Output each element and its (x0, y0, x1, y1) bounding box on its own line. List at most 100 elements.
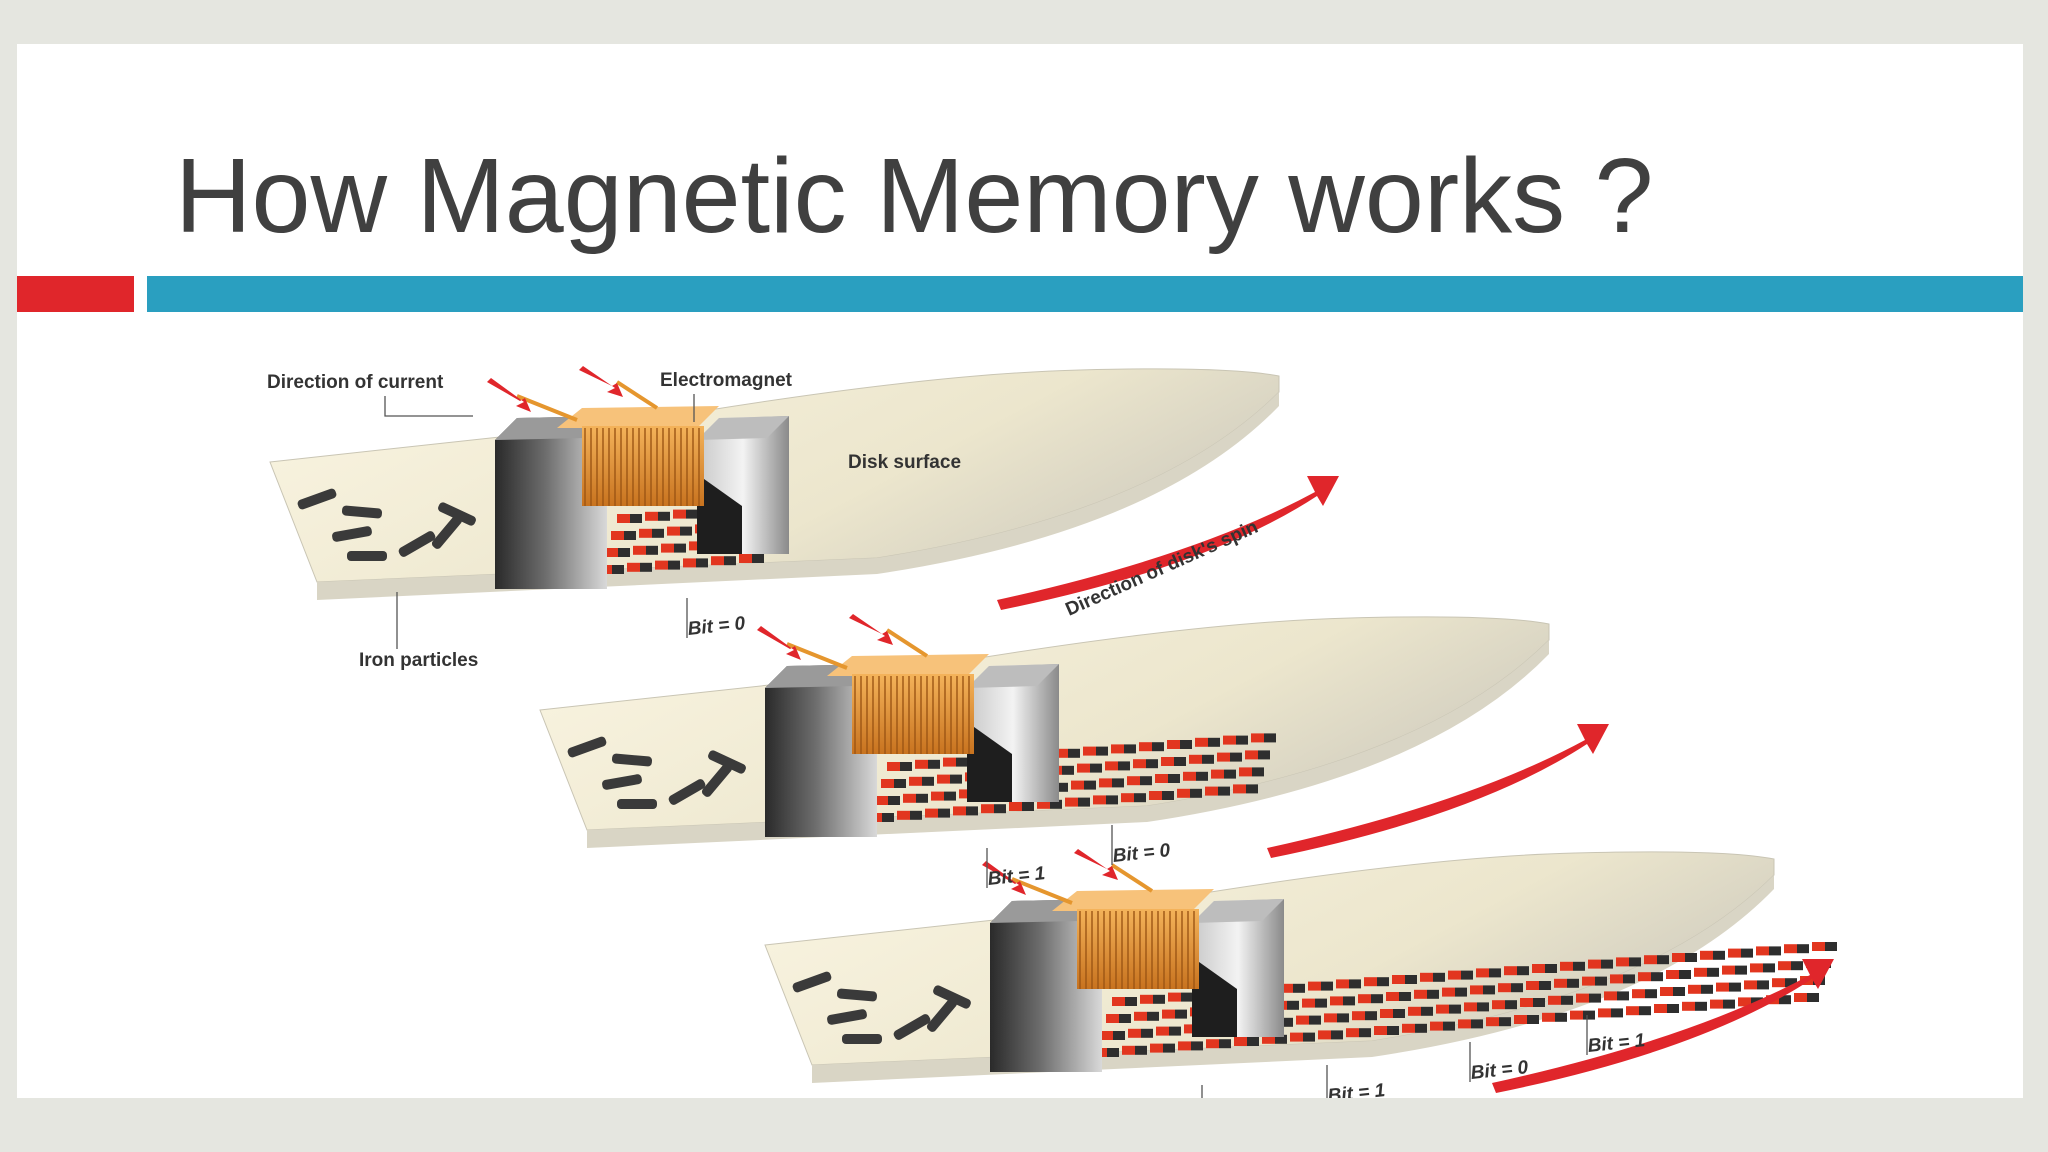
bit-cell (900, 762, 912, 771)
bit-cell (1112, 778, 1124, 787)
bit-cell (1234, 1037, 1247, 1046)
bit-cell (1610, 974, 1623, 983)
bit-cell (1750, 963, 1763, 972)
bit-cell (994, 804, 1006, 813)
bit-label: Bit = 0 (1112, 840, 1172, 867)
bit-cell (1492, 1000, 1505, 1009)
bit-cell (1315, 999, 1327, 1008)
bit-cell (1330, 996, 1343, 1005)
bit-cell (686, 510, 698, 519)
bit-cell (1729, 983, 1741, 992)
bit-cell (956, 758, 968, 767)
bit-cell (1219, 1039, 1231, 1048)
bit-cell (1140, 776, 1152, 785)
bit-cell (1583, 1011, 1595, 1020)
bit-cell (1349, 979, 1361, 988)
bit-cell (1358, 994, 1371, 1003)
bit-label: Bit = 1 (1327, 1080, 1386, 1098)
bit-cell (1617, 991, 1629, 1000)
bit-cell (1140, 995, 1153, 1004)
bit-cell (981, 804, 994, 813)
bit-cell (1246, 784, 1258, 793)
bit-cell (1083, 747, 1096, 756)
bit-cell (1147, 1012, 1159, 1021)
bit-cell (646, 546, 658, 555)
bit-cell (1162, 1010, 1175, 1019)
bit-cell (667, 527, 680, 536)
bit-cell (1555, 1013, 1567, 1022)
bit-label: Bit = 0 (687, 613, 747, 640)
current-arrow (757, 626, 801, 660)
bit-cell (1570, 1011, 1583, 1020)
bit-cell (915, 760, 928, 769)
bit-cell (1644, 955, 1657, 964)
bit-cell (1133, 759, 1146, 768)
bit-cell (1682, 1002, 1695, 1011)
bit-cell (680, 527, 692, 536)
bit-cell (1415, 1024, 1427, 1033)
copper-coil (827, 654, 989, 676)
label-electromagnet: Electromagnet (660, 370, 793, 391)
bit-cell (1321, 982, 1333, 991)
bit-cell (1421, 1007, 1433, 1016)
label-iron-particles: Iron particles (359, 650, 478, 671)
bit-cell (1794, 993, 1807, 1002)
bit-cell (1756, 946, 1769, 955)
copper-coil (582, 426, 704, 506)
bit-cell (881, 779, 894, 788)
bit-cell (1436, 1005, 1449, 1014)
bit-cell (1723, 1000, 1735, 1009)
bit-cell (1573, 962, 1585, 971)
bit-cell (1293, 984, 1305, 993)
bit-cell (1695, 1002, 1707, 1011)
bit-cell (1632, 989, 1645, 998)
bit-cell (1181, 993, 1193, 1002)
bit-cell (1077, 764, 1090, 773)
bit-cell (1604, 991, 1617, 1000)
bit-cell (1022, 802, 1034, 811)
bit-cell (943, 758, 956, 767)
bit-cell (1778, 961, 1791, 970)
bit-cell (1217, 753, 1230, 762)
bit-cell (668, 561, 680, 570)
current-arrow (849, 614, 893, 645)
bit-cell (1162, 791, 1174, 800)
bit-cell (1119, 1014, 1131, 1023)
bit-cell (1672, 953, 1685, 962)
bit-cell (1195, 738, 1208, 747)
bit-cell (1548, 996, 1561, 1005)
bit-cell (1542, 1013, 1555, 1022)
bit-cell (1666, 970, 1679, 979)
bit-cell (1168, 993, 1181, 1002)
bit-cell (1230, 753, 1242, 762)
bit-cell (1651, 972, 1663, 981)
bit-cell (1202, 755, 1214, 764)
bit-cell (1239, 767, 1252, 776)
callout-line (385, 396, 473, 416)
bit-cell (1111, 744, 1124, 753)
bit-cell (1744, 980, 1757, 989)
bit-cell (617, 514, 630, 523)
bit-cell (1722, 966, 1735, 975)
bit-cell (1309, 1016, 1321, 1025)
bit-cell (938, 809, 950, 818)
bit-cell (1486, 1017, 1499, 1026)
bit-cell (711, 556, 724, 565)
bit-cell (1009, 802, 1022, 811)
bit-cell (1688, 985, 1701, 994)
bit-cell (1707, 968, 1719, 977)
bit-cell (1364, 977, 1377, 986)
bit-cell (1141, 1029, 1153, 1038)
bit-cell (696, 558, 708, 567)
bit-cell (1365, 1011, 1377, 1020)
bit-cell (1106, 1014, 1119, 1023)
bit-cell (1224, 770, 1236, 779)
bit-cell (1169, 1027, 1181, 1036)
bit-cell (1533, 998, 1545, 1007)
bit-cell (1337, 1013, 1349, 1022)
bit-cell (1380, 1009, 1393, 1018)
bit-cell (1180, 740, 1192, 749)
bit-cell (1405, 975, 1417, 984)
bit-cell (1324, 1013, 1337, 1022)
bit-cell (655, 561, 668, 570)
